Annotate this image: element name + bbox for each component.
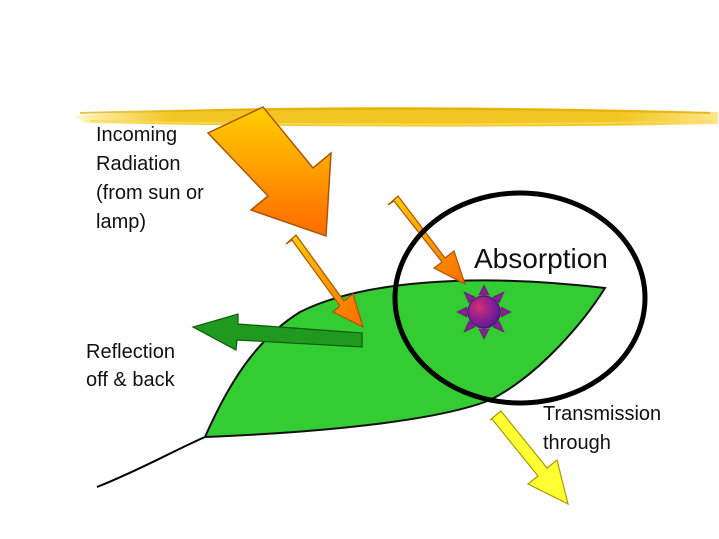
pigment-burst-icon bbox=[456, 284, 512, 340]
transmission-arrow bbox=[489, 410, 569, 506]
incoming-arrow-absorption bbox=[387, 195, 467, 286]
reflection-arrow bbox=[191, 313, 363, 351]
absorption-label: Absorption bbox=[474, 243, 608, 274]
leaf-stem bbox=[96, 436, 206, 488]
absorption-circle bbox=[392, 190, 648, 406]
transmission-label: Transmission through bbox=[543, 403, 662, 454]
reflection-label: Reflection off & back bbox=[86, 341, 175, 391]
incoming-radiation-arrow bbox=[206, 106, 332, 238]
incoming-radiation-label: Incoming Radiation (from sun or lamp) bbox=[96, 124, 204, 233]
incoming-arrow-reflection bbox=[285, 234, 364, 329]
